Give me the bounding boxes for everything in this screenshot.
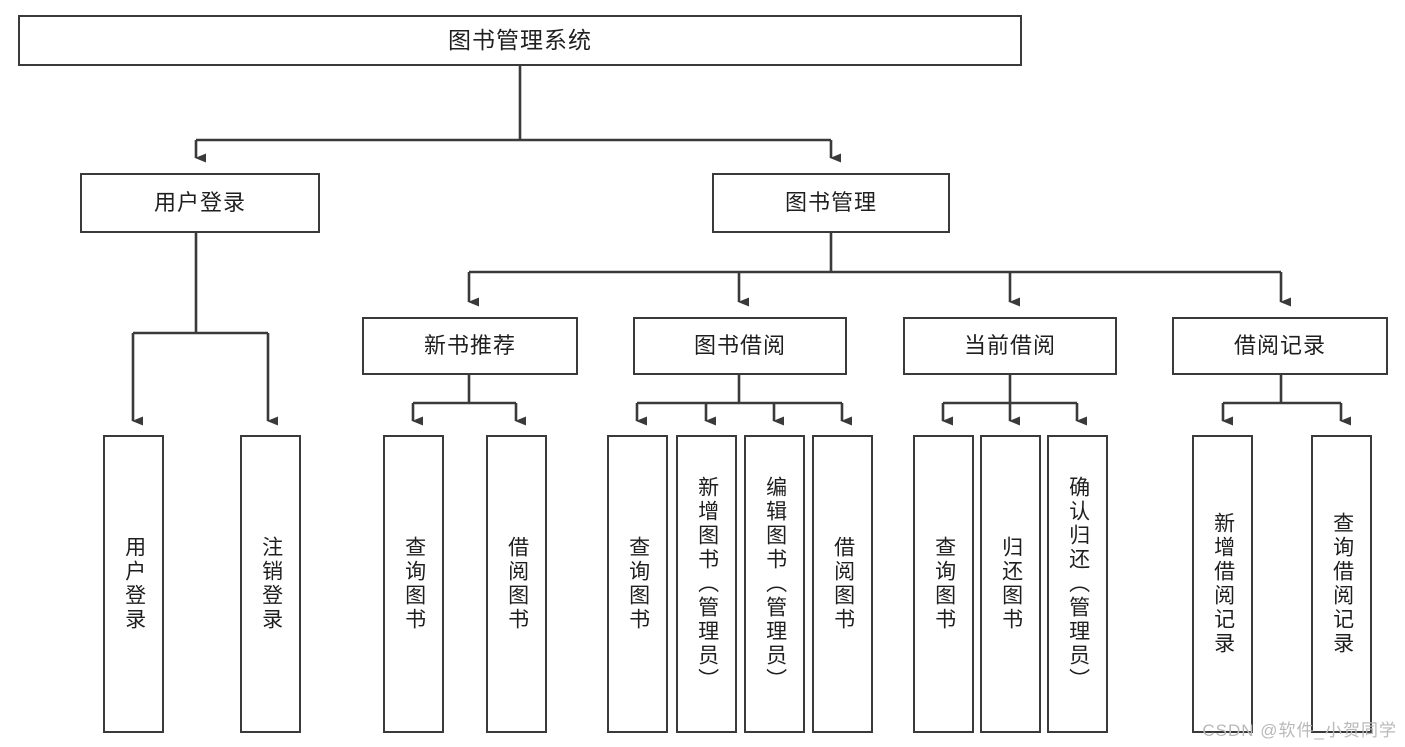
leaf-borrow-book-recommend[interactable]: 借阅图书 (486, 435, 547, 733)
node-label: 新书推荐 (423, 332, 516, 358)
node-user-login[interactable]: 用户登录 (80, 173, 320, 233)
leaf-edit-book[interactable]: 编辑图书（管理员） (744, 435, 805, 733)
node-label: 新增图书（管理员） (695, 476, 719, 692)
node-root-system[interactable]: 图书管理系统 (18, 15, 1022, 66)
node-new-book-recommend[interactable]: 新书推荐 (362, 317, 578, 375)
node-label: 图书借阅 (693, 332, 786, 358)
leaf-query-book-current[interactable]: 查询图书 (913, 435, 974, 733)
node-label: 新增借阅记录 (1211, 512, 1235, 656)
node-label: 查询图书 (402, 536, 426, 632)
leaf-return-book[interactable]: 归还图书 (980, 435, 1041, 733)
node-label: 当前借阅 (963, 332, 1056, 358)
node-label: 注销登录 (259, 536, 283, 632)
leaf-query-book-recommend[interactable]: 查询图书 (383, 435, 444, 733)
leaf-add-book[interactable]: 新增图书（管理员） (676, 435, 737, 733)
node-borrow-record[interactable]: 借阅记录 (1172, 317, 1388, 375)
node-label: 图书管理系统 (448, 26, 592, 53)
node-label: 借阅图书 (505, 536, 529, 632)
node-label: 借阅记录 (1233, 332, 1326, 358)
node-label: 查询借阅记录 (1330, 512, 1354, 656)
leaf-borrow-book[interactable]: 借阅图书 (812, 435, 873, 733)
leaf-query-borrow-record[interactable]: 查询借阅记录 (1311, 435, 1372, 733)
node-label: 用户登录 (122, 536, 146, 632)
node-label: 查询图书 (932, 536, 956, 632)
leaf-logout[interactable]: 注销登录 (240, 435, 301, 733)
node-book-borrow[interactable]: 图书借阅 (633, 317, 847, 375)
node-label: 确认归还（管理员） (1066, 476, 1090, 692)
node-current-borrow[interactable]: 当前借阅 (903, 317, 1117, 375)
csdn-watermark: CSDN @软件_小贺同学 (1202, 721, 1397, 740)
node-label: 编辑图书（管理员） (763, 476, 787, 692)
node-label: 图书管理 (784, 189, 877, 215)
node-label: 用户登录 (153, 189, 246, 215)
node-label: 查询图书 (626, 536, 650, 632)
node-label: 借阅图书 (831, 536, 855, 632)
leaf-query-book-borrow[interactable]: 查询图书 (607, 435, 668, 733)
node-book-management[interactable]: 图书管理 (712, 173, 950, 233)
node-label: 归还图书 (999, 536, 1023, 632)
leaf-add-borrow-record[interactable]: 新增借阅记录 (1192, 435, 1253, 733)
leaf-confirm-return[interactable]: 确认归还（管理员） (1047, 435, 1108, 733)
leaf-user-login[interactable]: 用户登录 (103, 435, 164, 733)
